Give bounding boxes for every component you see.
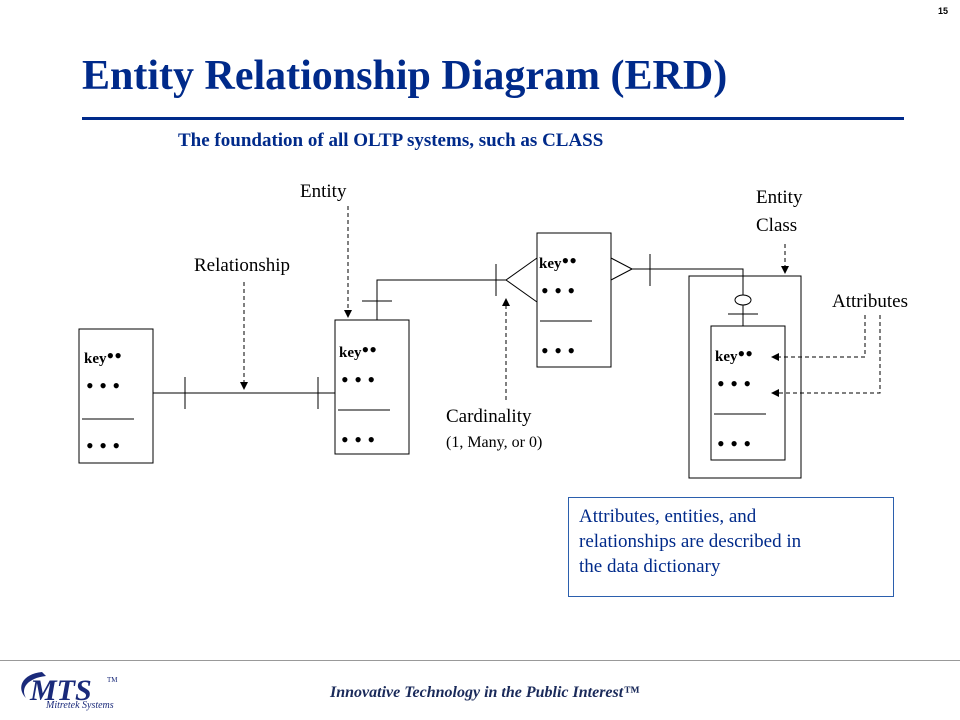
company-name: Mitretek Systems [46,700,114,711]
entity-class-label-line2: Class [756,215,798,236]
page-subtitle: The foundation of all OLTP systems, such… [178,130,604,151]
key-label: key [84,351,107,367]
attribute-dots-row: • • • [86,433,121,458]
attributes-callout-arrow [771,315,881,397]
entity-box-3-content: key•• • • • • • • [539,249,577,366]
title-divider [82,117,904,120]
crowfoot-right [610,257,633,270]
entity-label: Entity [300,181,347,202]
cardinality-zero-circle [734,294,752,306]
mts-logo: MTS TM [21,672,118,707]
attribute-dots: •• [737,341,753,366]
entity-box-1-content: key•• • • • • • • [84,344,122,461]
cardinality-detail-label: (1, Many, or 0) [446,434,543,451]
attribute-dots-row: • • • [717,431,752,456]
logo-text: MTS [29,674,92,707]
attribute-dots: •• [361,337,377,362]
crowfoot-right [610,268,633,281]
attribute-dots-row: • • • [86,373,121,398]
attributes-callout-arrow [771,315,866,361]
attribute-dots: •• [561,248,577,273]
attribute-dots-row: • • • [717,371,752,396]
attribute-dots-row: • • • [541,338,576,363]
crowfoot-left [505,279,538,303]
entity-box-2-content: key•• • • • • • • [339,338,377,455]
note-line-2: relationships are described in [579,531,802,552]
crowfoot-left [505,257,538,281]
note-line-3: the data dictionary [579,556,721,577]
key-label: key [539,256,562,272]
key-label: key [715,349,738,365]
entity-box-4-content: key•• • • • • • • [715,342,753,459]
attribute-dots-row: • • • [341,427,376,452]
page-number: 15 [937,6,948,16]
relationship-line-3 [632,268,744,326]
entity-box-3 [536,232,612,368]
attribute-dots-row: • • • [341,367,376,392]
relationship-label: Relationship [194,255,291,276]
entity-class-box [688,275,802,479]
entity-box-2 [334,319,410,455]
cardinality-label: Cardinality [446,406,532,427]
footer-tagline: Innovative Technology in the Public Inte… [330,684,640,701]
key-label: key [339,345,362,361]
page-title: Entity Relationship Diagram (ERD) [82,53,728,99]
footer-divider [0,660,960,661]
logo-tm: TM [107,676,118,684]
erd-diagram [78,206,881,479]
entity-box-4 [710,325,786,461]
entity-box-1 [78,328,154,464]
attributes-label: Attributes [832,291,908,312]
entity-class-label-line1: Entity [756,187,803,208]
relationship-line-2 [376,279,506,320]
attribute-dots: •• [106,343,122,368]
attribute-dots-row: • • • [541,278,576,303]
note-line-1: Attributes, entities, and [579,506,757,527]
data-dictionary-note: Attributes, entities, and relationships … [568,497,894,597]
